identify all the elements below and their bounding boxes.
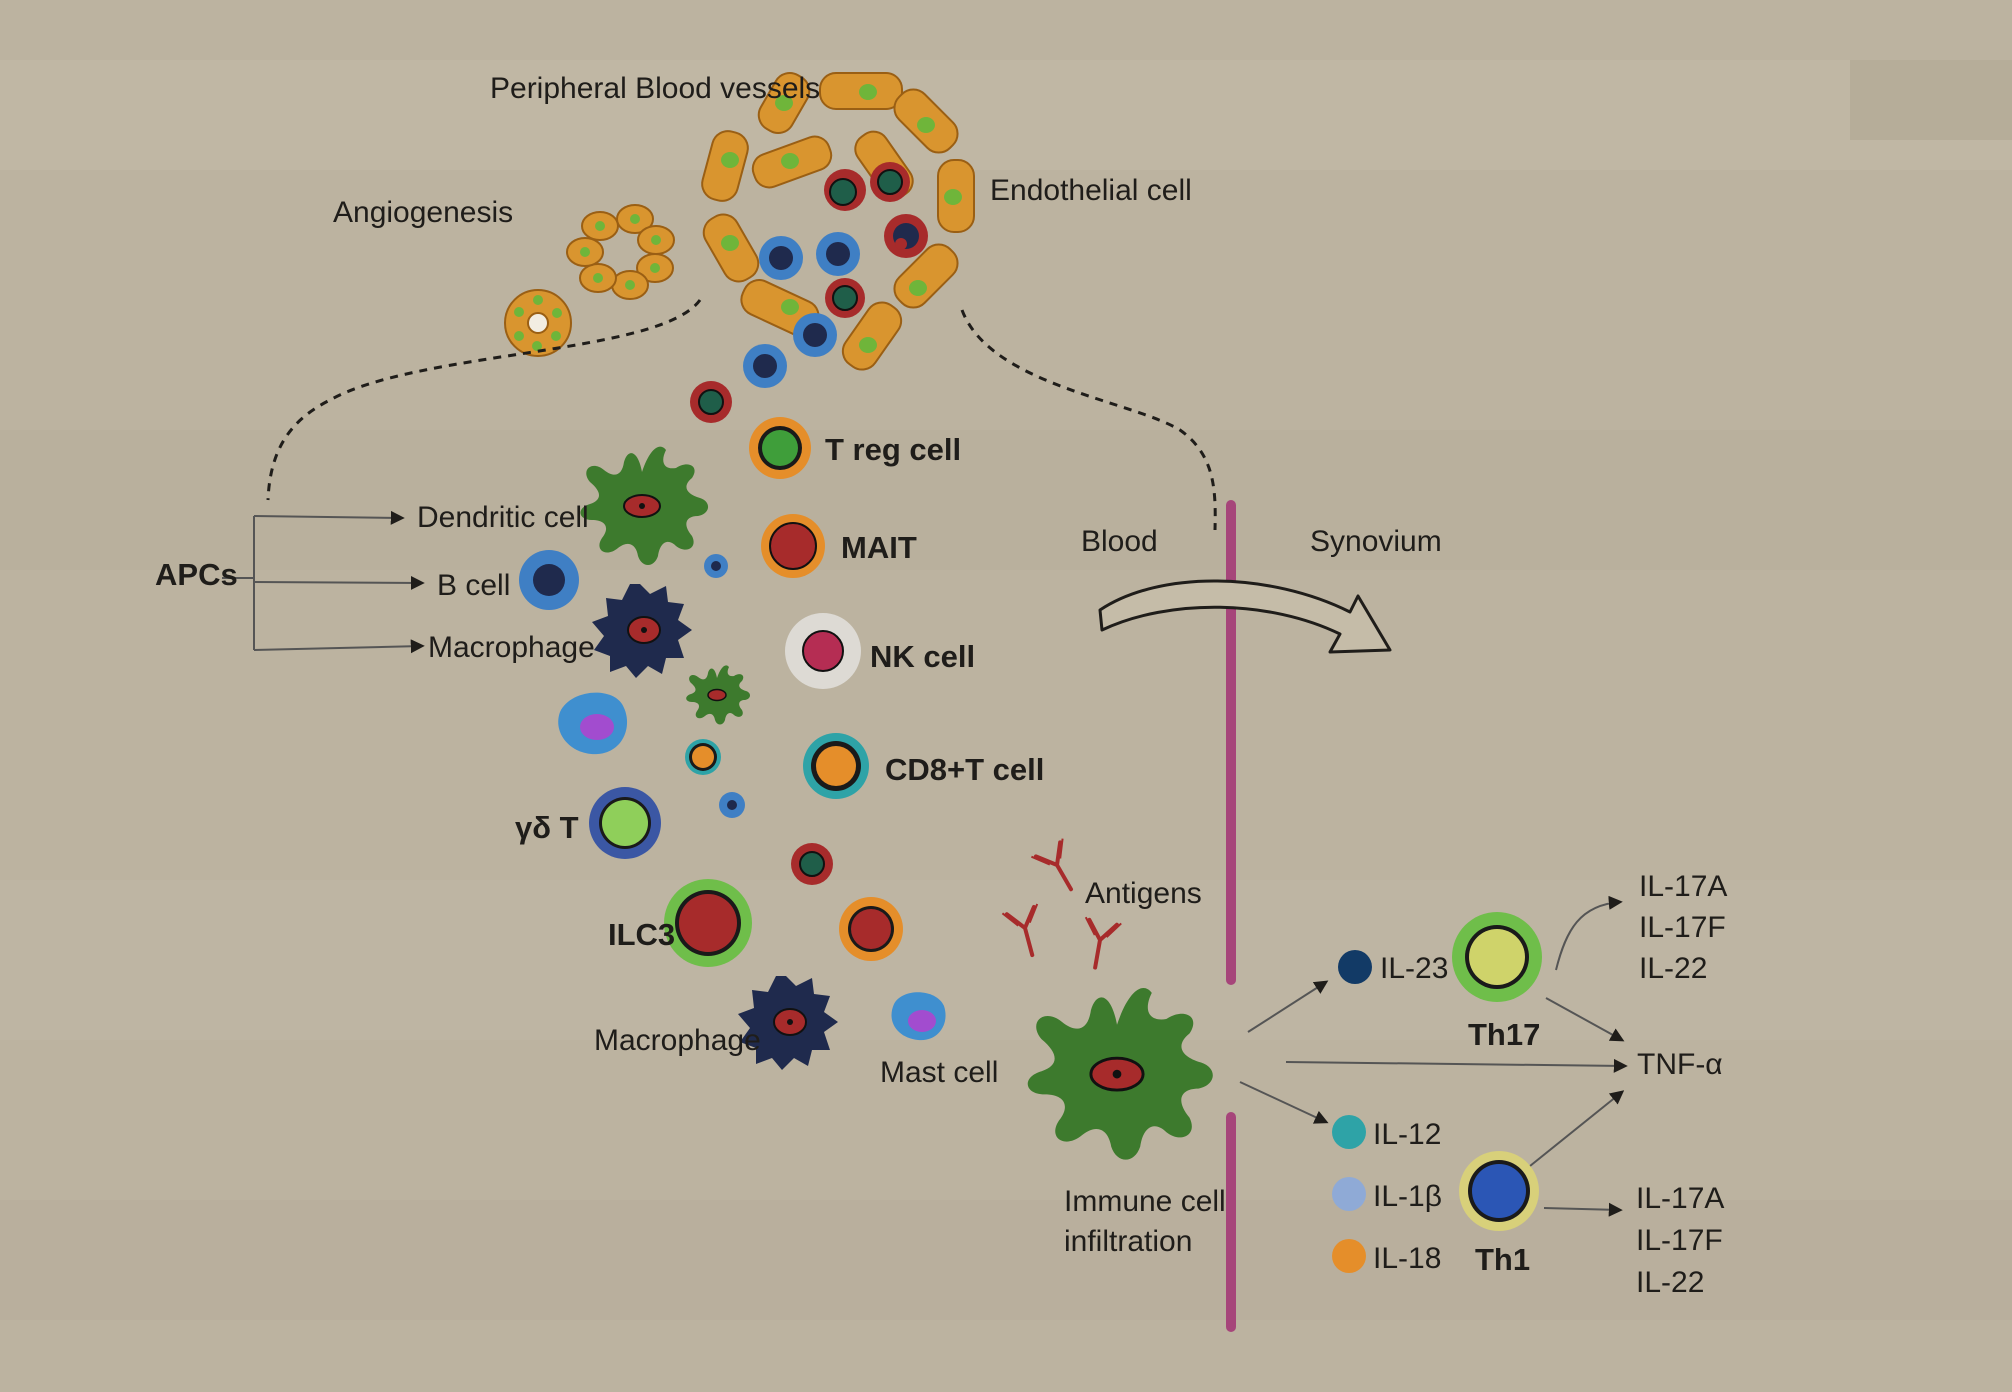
endothelial-cell <box>841 301 903 371</box>
label-th1-il-17f: IL-17F <box>1636 1224 1723 1257</box>
dendritic-cell-infiltrating <box>1027 988 1213 1160</box>
label-macrophage-bottom: Macrophage <box>594 1024 761 1057</box>
label-th1-il-17a: IL-17A <box>1636 1182 1724 1215</box>
il1b-dot <box>1332 1177 1366 1211</box>
dotted-outline-left <box>266 299 702 501</box>
il18-dot <box>1332 1239 1366 1273</box>
blood-vessel <box>701 72 975 371</box>
angiogenesis-vessel-large <box>566 204 675 300</box>
red-cell <box>690 381 732 423</box>
mast-cell <box>558 692 628 755</box>
label-th17-il-22: IL-22 <box>1639 952 1707 985</box>
apcs-bracket <box>222 510 425 654</box>
il23-dot <box>1338 950 1372 984</box>
orange-ring-cell <box>839 897 903 961</box>
antigen <box>1001 903 1039 958</box>
label-il12: IL-12 <box>1373 1118 1441 1151</box>
endothelial-cell <box>751 135 833 189</box>
red-cell <box>824 169 866 211</box>
blue-cell <box>816 232 860 276</box>
macrophage <box>738 976 838 1070</box>
label-mast-cell: Mast cell <box>880 1056 998 1089</box>
arrow-th1-to-il17 <box>1543 1202 1623 1217</box>
label-macrophage-left: Macrophage <box>428 631 595 664</box>
red-cell <box>884 214 928 258</box>
endothelial-cell <box>893 88 959 154</box>
red-cell <box>870 162 910 202</box>
nk-cell <box>785 613 861 689</box>
label-th1: Th1 <box>1475 1242 1530 1277</box>
mast-cell <box>891 992 946 1041</box>
label-th17-il-17a: IL-17A <box>1639 870 1727 903</box>
label-th17-il-17f: IL-17F <box>1639 911 1726 944</box>
arrow-to-il12 <box>1239 1081 1329 1124</box>
small-blue-cell <box>719 792 745 818</box>
blue-cell <box>793 313 837 357</box>
endothelial-cell <box>937 159 975 233</box>
mait-cell <box>761 514 825 578</box>
label-b-cell: B cell <box>437 569 510 602</box>
endothelial-cell <box>702 213 760 283</box>
gamma-delta-t-cell <box>589 787 661 859</box>
blue-cell <box>743 344 787 388</box>
label-th1-il-22: IL-22 <box>1636 1266 1704 1299</box>
label-blood: Blood <box>1081 525 1158 558</box>
t-reg-cell <box>749 417 811 479</box>
endothelial-cell <box>893 243 959 309</box>
arrow-th17-to-il17 <box>1555 895 1623 971</box>
red-cell <box>791 843 833 885</box>
label-synovium: Synovium <box>1310 525 1442 558</box>
label-endothelial-cell: Endothelial cell <box>990 174 1192 207</box>
ilc3-cell <box>664 879 752 967</box>
small-orange-cell <box>685 739 721 775</box>
th17-cell <box>1452 912 1542 1002</box>
blood-synovium-barrier-upper <box>1226 500 1236 985</box>
label-th17: Th17 <box>1468 1017 1540 1052</box>
dendritic-cell <box>580 446 709 565</box>
label-ilc3: ILC3 <box>608 917 675 952</box>
label-immune-cell-infiltration-line2: infiltration <box>1064 1225 1192 1258</box>
label-antigens: Antigens <box>1085 877 1202 910</box>
arrow-to-tnf <box>1285 1058 1628 1073</box>
endothelial-cell <box>757 72 811 134</box>
label-tnf-alpha: TNF-α <box>1637 1048 1723 1081</box>
arrow-th17-to-tnf <box>1545 997 1625 1042</box>
angiogenesis-vessel-small <box>504 289 572 357</box>
label-apcs: APCs <box>155 557 238 592</box>
small-blue-cell <box>704 554 728 578</box>
label-gamma-delta-t: γδ T <box>515 810 579 845</box>
blood-synovium-barrier-lower <box>1226 1112 1236 1332</box>
label-il18: IL-18 <box>1373 1242 1441 1275</box>
migration-arrow <box>1098 579 1392 654</box>
endothelial-cell <box>819 72 903 110</box>
label-t-reg-cell: T reg cell <box>825 432 961 467</box>
b-cell <box>519 550 579 610</box>
dotted-outline-right <box>960 309 1217 531</box>
endothelial-cell <box>701 130 749 202</box>
blue-cell <box>759 236 803 280</box>
label-immune-cell-infiltration-line1: Immune cell <box>1064 1185 1226 1218</box>
cd8-t-cell <box>803 733 869 799</box>
label-angiogenesis: Angiogenesis <box>333 196 513 229</box>
th1-cell <box>1459 1151 1539 1231</box>
red-cell <box>825 278 865 318</box>
arrow-th1-to-tnf <box>1529 1090 1625 1167</box>
label-il23: IL-23 <box>1380 952 1448 985</box>
label-dendritic-cell: Dendritic cell <box>417 501 589 534</box>
label-mait: MAIT <box>841 530 917 565</box>
dendritic-cell <box>686 665 751 725</box>
antigen <box>1084 916 1122 970</box>
il12-dot <box>1332 1115 1366 1149</box>
macrophage <box>592 584 692 678</box>
label-il1b: IL-1β <box>1373 1180 1442 1213</box>
antigen <box>1031 838 1073 892</box>
label-nk-cell: NK cell <box>870 639 975 674</box>
label-peripheral-blood-vessels: Peripheral Blood vessels <box>490 72 820 105</box>
arrow-to-il23 <box>1247 980 1329 1033</box>
label-cd8-t-cell: CD8+T cell <box>885 752 1044 787</box>
